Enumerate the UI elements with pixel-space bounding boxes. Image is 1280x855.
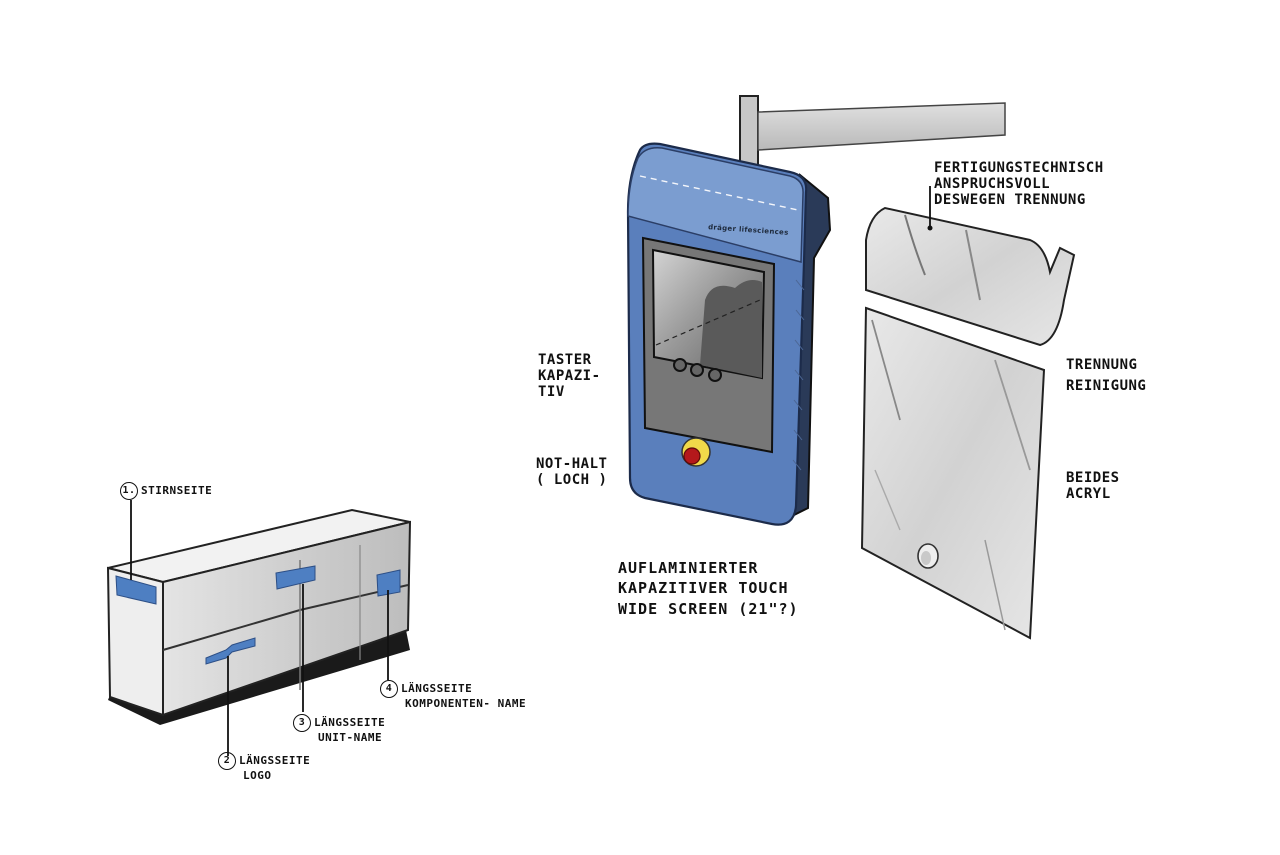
note-fertigung: FERTIGUNGSTECHNISCH ANSPRUCHSVOLL DESWEG… [934, 160, 1104, 208]
note-acryl-line1: BEIDES [1066, 470, 1120, 486]
label-number-1: 1. [120, 482, 138, 500]
note-nothalt-line2: ( LOCH ) [536, 472, 608, 489]
acrylic-front-plate [860, 306, 1046, 640]
box-end-face [106, 566, 164, 717]
label-stirnseite: 1.STIRNSEITE [120, 482, 212, 500]
acrylic-cover-parts [860, 186, 1076, 640]
note-touch-line1: AUFLAMINIERTER [618, 559, 759, 577]
label-number-2: 2 [218, 752, 236, 770]
note-trennung-line1: TRENNUNG [1066, 357, 1138, 373]
capacitive-button-1 [673, 358, 687, 372]
note-touch-line3: WIDE SCREEN (21"?) [618, 599, 799, 618]
note-nothalt-line1: NOT-HALT [536, 456, 608, 472]
label-number-4: 4 [380, 680, 398, 698]
mount-pole [739, 95, 759, 167]
note-taster-line1: TASTER [538, 352, 592, 368]
label-komponenten-line1: LÄNGSSEITE [401, 682, 473, 695]
note-touch: AUFLAMINIERTER KAPAZITIVER TOUCH WIDE SC… [618, 558, 799, 619]
label-unit-name-line1: LÄNGSSEITE [314, 716, 386, 729]
capacitive-button-3 [708, 368, 722, 382]
panel-top-strip [627, 146, 804, 263]
enclosure-box [106, 500, 412, 756]
display-unit [626, 95, 1006, 526]
note-fertigung-line2: ANSPRUCHSVOLL [934, 176, 1051, 193]
note-taster: TASTER KAPAZI- TIV [538, 352, 601, 400]
label-unit-name-line2: UNIT-NAME [318, 731, 383, 744]
label-number-3: 3 [293, 714, 311, 732]
box-component-area [376, 569, 401, 597]
label-komponenten-line2: KOMPONENTEN- NAME [405, 697, 527, 710]
capacitive-button-2 [690, 363, 704, 377]
note-trennung-line2: REINIGUNG [1066, 378, 1147, 394]
box-end-blue-area [115, 575, 157, 605]
note-nothalt: NOT-HALT ( LOCH ) [536, 456, 607, 488]
box-logo-area [205, 637, 256, 665]
acrylic-top-cover [865, 206, 1076, 347]
note-touch-line2: KAPAZITIVER TOUCH [618, 579, 789, 598]
label-logo-line2: LOGO [243, 769, 272, 782]
note-taster-line2: KAPAZI- [538, 368, 601, 385]
panel-side-hatching [792, 279, 805, 471]
note-fertigung-line3: DESWEGEN TRENNUNG [934, 192, 1086, 209]
label-logo-line1: LÄNGSSEITE [239, 754, 311, 767]
note-acryl-line2: ACRYL [1066, 486, 1111, 503]
mount-arm [757, 102, 1006, 151]
label-stirnseite-text: STIRNSEITE [141, 484, 213, 497]
emergency-stop-button [683, 447, 701, 465]
note-taster-line3: TIV [538, 384, 565, 401]
note-fertigung-line1: FERTIGUNGSTECHNISCH [934, 160, 1104, 176]
note-trennung: TRENNUNG REINIGUNG [1066, 355, 1146, 397]
note-acryl: BEIDES ACRYL [1066, 470, 1120, 502]
box-unit-name-area [275, 565, 316, 590]
